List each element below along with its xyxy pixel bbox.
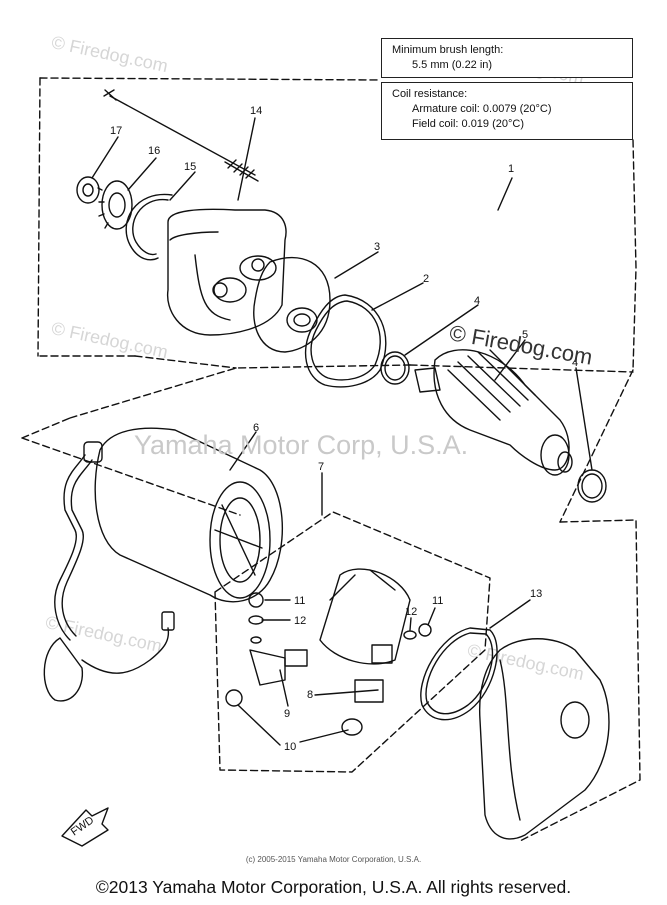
callout-12: 12 [294, 615, 306, 627]
copyright-main: ©2013 Yamaha Motor Corporation, U.S.A. A… [95, 877, 572, 897]
callout-7: 7 [318, 461, 324, 473]
coil-spec-box: Coil resistance: Armature coil: 0.0079 (… [381, 82, 633, 140]
callout-11b: 11 [432, 595, 443, 607]
callout-4b: 4 [572, 357, 578, 369]
callout-4: 4 [474, 295, 480, 307]
callout-10: 10 [284, 741, 296, 753]
watermark-yamaha: Yamaha Motor Corp, U.S.A. [134, 430, 469, 460]
brush-value: 5.5 mm (0.22 in) [412, 59, 493, 71]
callout-9: 9 [284, 708, 290, 720]
callout-16: 16 [148, 145, 160, 157]
callout-labels: 1 2 3 4 4 5 6 7 8 9 10 11 11 12 12 13 14… [69, 105, 578, 838]
callout-15: 15 [184, 161, 196, 173]
callout-11: 11 [294, 595, 305, 607]
callout-5: 5 [522, 329, 528, 341]
callout-8: 8 [307, 689, 313, 701]
callout-3: 3 [374, 241, 380, 253]
field-coil-value: Field coil: 0.019 (20°C) [412, 118, 525, 130]
copyright-small: (c) 2005-2015 Yamaha Motor Corporation, … [245, 855, 422, 864]
callout-1: 1 [508, 163, 514, 175]
brush-title: Minimum brush length: [392, 44, 504, 56]
armature-coil-value: Armature coil: 0.0079 (20°C) [412, 103, 552, 115]
callout-17: 17 [110, 125, 122, 137]
coil-title: Coil resistance: [392, 88, 468, 100]
callout-2: 2 [423, 273, 429, 285]
brush-spec-box: Minimum brush length: 5.5 mm (0.22 in) [381, 38, 633, 78]
callout-6: 6 [253, 422, 259, 434]
callout-13: 13 [530, 588, 542, 600]
callout-14: 14 [250, 105, 262, 117]
callout-12b: 12 [405, 606, 417, 618]
